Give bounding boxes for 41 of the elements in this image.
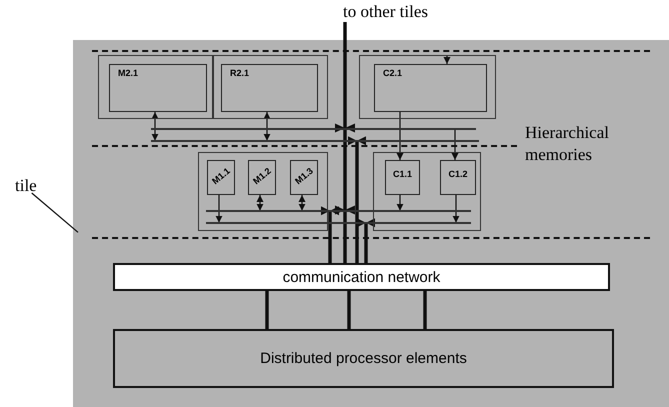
module-frame — [98, 55, 213, 119]
connector-line — [321, 206, 339, 263]
processor-block: Distributed processor elements — [113, 329, 614, 388]
arrow — [396, 112, 404, 160]
module-frame — [373, 152, 481, 231]
memory-block: C1.1 — [385, 160, 420, 195]
connection-label: to other tiles — [343, 2, 428, 22]
arrow — [396, 195, 404, 211]
tile-label: tile — [15, 176, 37, 196]
tile-area — [73, 40, 669, 407]
memory-block: M2.1 — [109, 64, 207, 112]
arrow — [152, 112, 158, 141]
bus-line — [151, 140, 479, 142]
arrow — [452, 128, 458, 160]
arrow — [256, 195, 264, 211]
connector-line — [347, 291, 351, 329]
memory-block: C2.1 — [374, 64, 487, 112]
bus-line — [206, 222, 471, 224]
connector-line — [423, 291, 427, 329]
memory-block — [248, 160, 276, 195]
connector-line — [357, 218, 375, 263]
arrow — [216, 195, 222, 223]
connector-line — [265, 291, 269, 329]
connector-line — [348, 136, 366, 263]
module-frame — [213, 55, 328, 119]
memory-block: R2.1 — [221, 64, 318, 112]
memory-block — [207, 160, 235, 195]
side-label: Hierarchical memories — [525, 122, 610, 166]
arrow — [298, 195, 306, 211]
arrow — [444, 56, 450, 64]
bus-line — [206, 210, 471, 212]
module-frame — [198, 152, 328, 231]
arrow — [264, 112, 270, 141]
module-frame — [359, 55, 496, 119]
network-bar: communication network — [113, 263, 610, 291]
arrow — [452, 195, 460, 223]
memory-block — [290, 160, 318, 195]
bus-line — [151, 128, 476, 130]
memory-block: C1.2 — [440, 160, 476, 195]
connector-line — [343, 22, 347, 263]
leader-line — [31, 192, 78, 233]
